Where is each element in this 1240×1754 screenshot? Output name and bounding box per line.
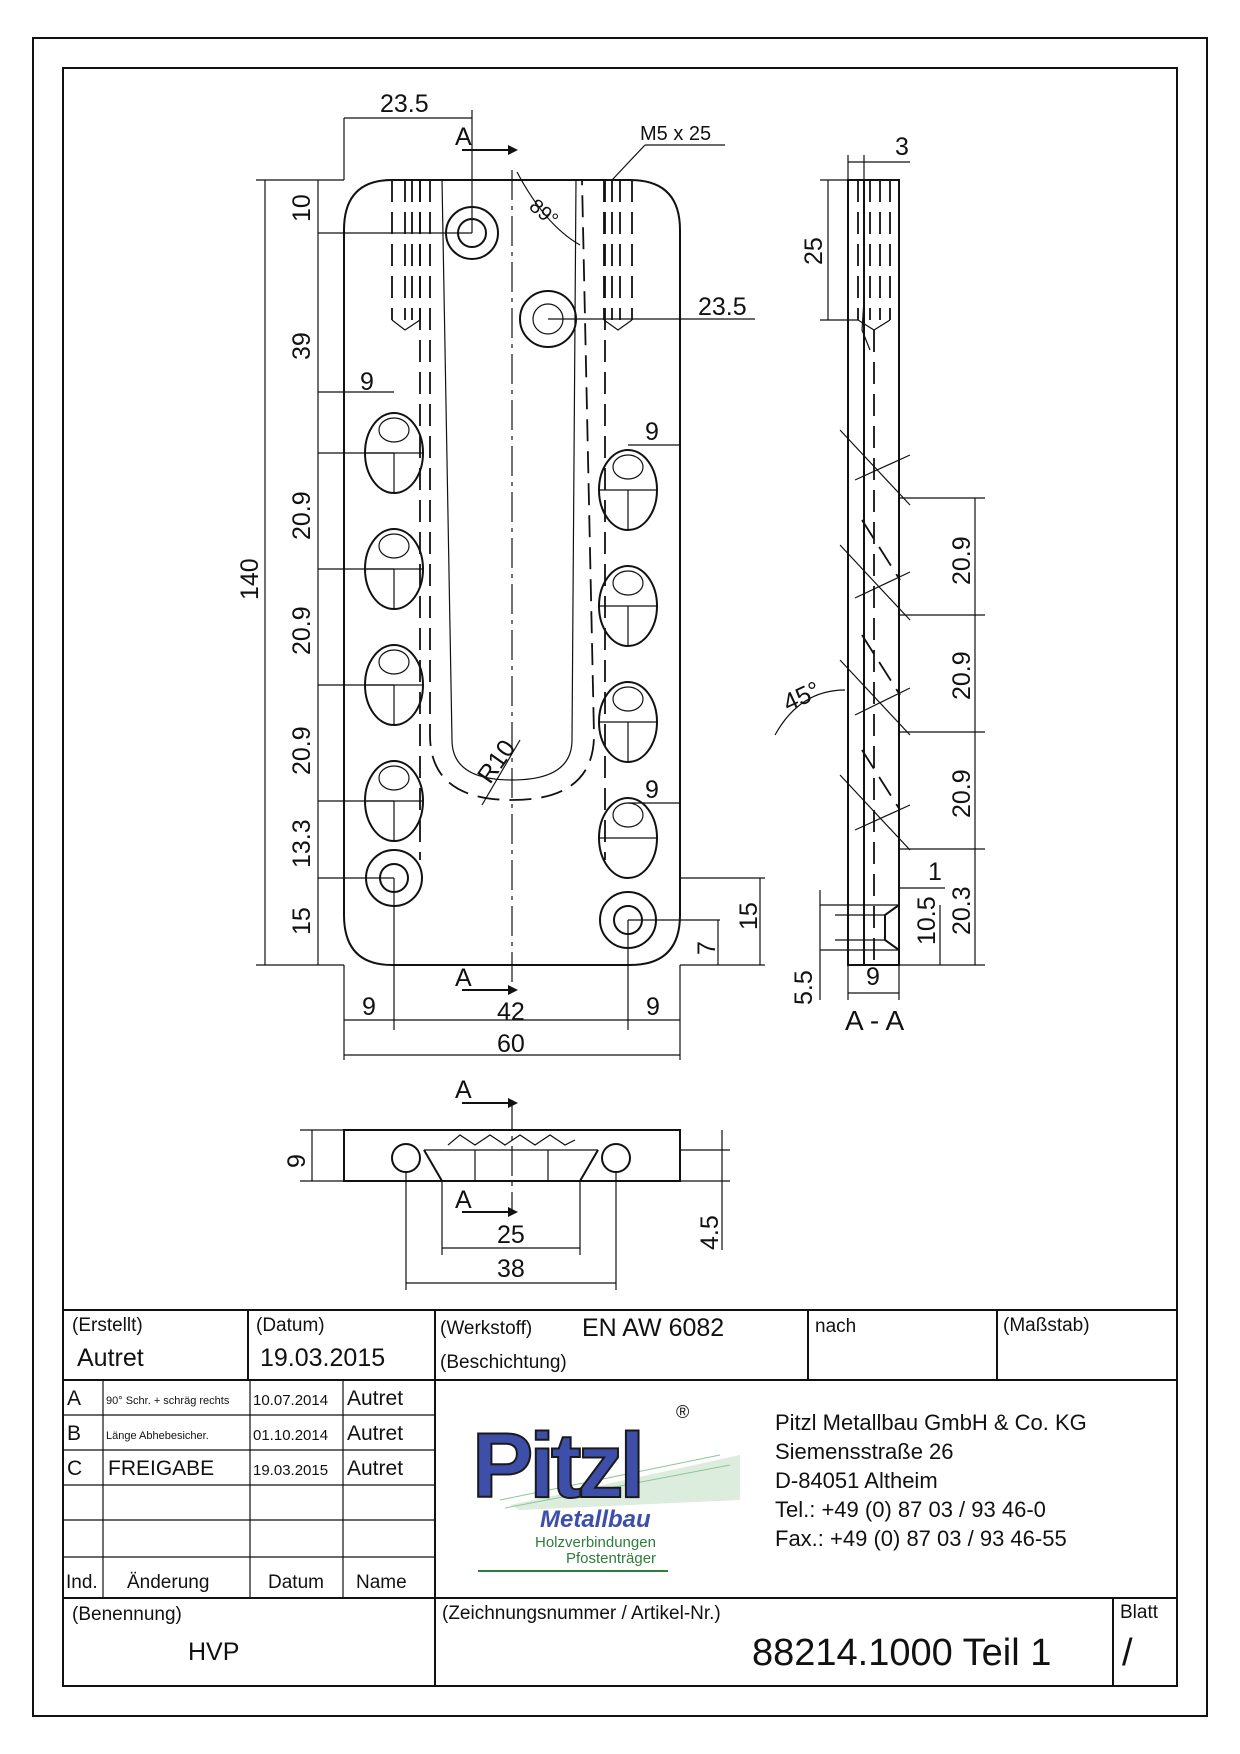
rev-c-date: 19.03.2015 (253, 1462, 328, 1479)
rev-b-ind: B (67, 1422, 81, 1445)
bottom-dim-25: 25 (497, 1221, 525, 1249)
front-dim-lines (256, 110, 765, 1060)
bottom-section-marker-bottom: A (455, 1186, 472, 1214)
dim-140: 140 (236, 558, 264, 600)
rev-header-ind: Ind. (66, 1572, 98, 1593)
dim-9-bottom-left: 9 (362, 993, 376, 1021)
company-street: Siemensstraße 26 (775, 1439, 954, 1464)
blatt-value: / (1122, 1632, 1133, 1674)
dim-39: 39 (288, 332, 316, 360)
inner-frame (62, 67, 1178, 1687)
dim-60: 60 (497, 1030, 525, 1058)
rev-a-ind: A (67, 1387, 81, 1410)
side-dim-20-9-b: 20.9 (948, 651, 976, 700)
thread-left (391, 180, 421, 331)
dim-20-9-c: 20.9 (288, 726, 316, 775)
side-dim-3: 3 (895, 133, 909, 161)
benennung-label: (Benennung) (72, 1604, 182, 1625)
company-tel: Tel.: +49 (0) 87 03 / 93 46-0 (775, 1497, 1046, 1522)
side-dim-20-3: 20.3 (948, 886, 976, 935)
side-dim-45deg: 45° (779, 676, 825, 717)
dim-15-left: 15 (288, 907, 316, 935)
werkstoff-value: EN AW 6082 (582, 1314, 724, 1342)
zeichnungsnummer-value: 88214.1000 Teil 1 (752, 1632, 1051, 1674)
datum-label: (Datum) (256, 1315, 325, 1336)
rev-c-ind: C (67, 1457, 82, 1480)
section-marker-bottom: A (455, 964, 472, 992)
dim-9-right-low: 9 (645, 776, 659, 804)
dim-15-right: 15 (735, 902, 763, 930)
bottom-dim-4-5: 4.5 (696, 1215, 724, 1250)
left-holes (364, 412, 424, 907)
werkstoff-label: (Werkstoff) (440, 1318, 532, 1339)
side-dim-10-5: 10.5 (913, 896, 941, 945)
front-view: 23.5 M5 x 25 A 10 89° 23.5 39 9 9 140 20… (236, 90, 765, 1060)
erstellt-label: (Erstellt) (72, 1315, 143, 1336)
bottom-dim-38: 38 (497, 1255, 525, 1283)
rev-a-date: 10.07.2014 (253, 1392, 328, 1409)
logo-sub3: Pfostenträger (566, 1550, 656, 1567)
title-block: (Erstellt) Autret (Datum) 19.03.2015 (We… (63, 1309, 1177, 1686)
rev-header-datum: Datum (268, 1572, 324, 1593)
bottom-section-marker-top: A (455, 1076, 472, 1104)
dim-20-9-b: 20.9 (288, 606, 316, 655)
dim-m5x25: M5 x 25 (640, 123, 711, 145)
side-view: 3 25 20.9 20.9 20.9 45° 1 10.5 20.3 5.5 … (774, 133, 985, 1036)
bottom-dim-9: 9 (283, 1154, 311, 1168)
side-dim-5-5: 5.5 (790, 970, 818, 1005)
dim-9-right-top: 9 (645, 418, 659, 446)
massstab-label: (Maßstab) (1003, 1315, 1090, 1336)
side-dim-20-9-c: 20.9 (948, 769, 976, 818)
rev-header-name: Name (356, 1572, 407, 1593)
rev-header-aenderung: Änderung (127, 1572, 209, 1593)
zeichnungsnummer-label: (Zeichnungsnummer / Artikel-Nr.) (442, 1603, 721, 1624)
company-fax: Fax.: +49 (0) 87 03 / 93 46-55 (775, 1526, 1067, 1551)
dim-9-left: 9 (360, 368, 374, 396)
right-holes (598, 449, 658, 949)
dim-9-bottom-right: 9 (646, 993, 660, 1021)
rev-c-name: Autret (347, 1457, 403, 1480)
rev-a-name: Autret (347, 1387, 403, 1410)
beschichtung-label: (Beschichtung) (440, 1352, 567, 1373)
logo-sub2: Holzverbindungen (535, 1534, 656, 1551)
erstellt-value: Autret (77, 1344, 144, 1372)
blatt-label: Blatt (1120, 1602, 1159, 1623)
company-name: Pitzl Metallbau GmbH & Co. KG (775, 1410, 1087, 1435)
rev-c-text: FREIGABE (108, 1457, 214, 1480)
pitzl-logo: Pitzl ® Metallbau Holzverbindungen Pfost… (471, 1402, 740, 1572)
dim-20-9-a: 20.9 (288, 491, 316, 540)
dim-89deg: 89° (525, 195, 562, 231)
logo-sub1: Metallbau (540, 1506, 651, 1533)
dim-23-5-right: 23.5 (698, 293, 747, 321)
section-marker-top: A (455, 123, 472, 151)
logo-word: Pitzl (472, 1415, 641, 1517)
side-bores (839, 429, 911, 851)
side-dim-1: 1 (928, 858, 942, 886)
bottom-view: A A 9 4.5 25 38 (283, 1076, 730, 1290)
dim-7: 7 (693, 941, 721, 955)
benennung-value: HVP (188, 1638, 239, 1666)
rev-a-text: 90° Schr. + schräg rechts (106, 1395, 230, 1407)
dim-42: 42 (497, 998, 525, 1026)
company-city: D-84051 Altheim (775, 1468, 938, 1493)
slot-inner-outline (441, 179, 577, 781)
outer-frame (32, 37, 1208, 1717)
rev-b-name: Autret (347, 1422, 403, 1445)
slot-hidden-outline (429, 179, 595, 801)
side-dim-9: 9 (866, 963, 880, 991)
rev-b-date: 01.10.2014 (253, 1427, 328, 1444)
section-caption: A - A (845, 1005, 904, 1036)
nach-label: nach (815, 1316, 856, 1337)
side-dim-20-9-a: 20.9 (948, 536, 976, 585)
thread-right (603, 180, 633, 331)
plate-outline (343, 179, 681, 966)
dim-13-3: 13.3 (288, 819, 316, 868)
dim-23-5-top: 23.5 (380, 90, 429, 118)
dim-10: 10 (288, 194, 316, 222)
side-dim-25: 25 (800, 237, 828, 265)
logo-registered: ® (676, 1402, 689, 1422)
rev-b-text: Länge Abhebesicher. (106, 1430, 209, 1442)
datum-value: 19.03.2015 (260, 1344, 385, 1372)
